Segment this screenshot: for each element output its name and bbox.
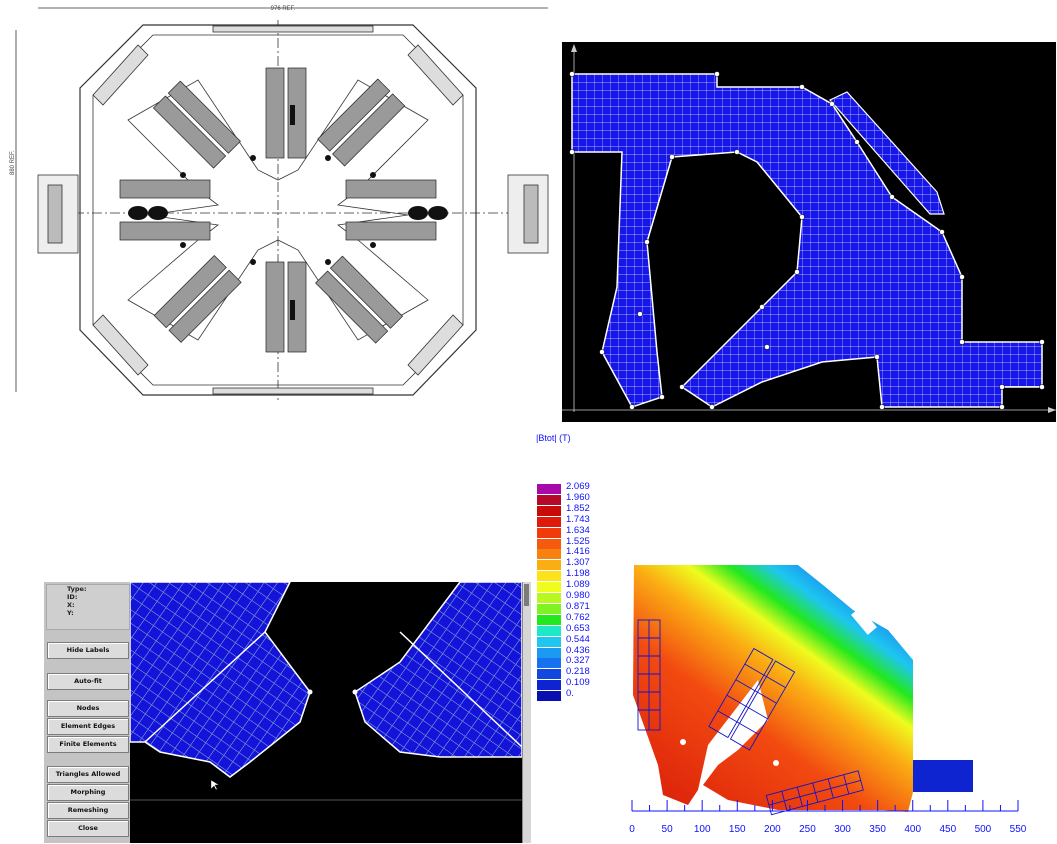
colorbar-label: 0.762 (566, 611, 590, 623)
colorbar-label: 0.327 (566, 655, 590, 667)
axis-tick-label: 200 (764, 824, 781, 835)
colorbar-label: 1.525 (566, 535, 590, 547)
colorbar-label: 1.416 (566, 546, 590, 558)
finite-elements-button[interactable]: Finite Elements (47, 736, 129, 753)
colorbar-label: 1.307 (566, 557, 590, 569)
mesh-editor-window: Type: ID: X: Y: Hide Labels Auto-fit Nod… (44, 582, 531, 843)
colorbar-label: 1.743 (566, 513, 590, 525)
close-button[interactable]: Close (47, 820, 129, 837)
colorbar-label: 1.634 (566, 524, 590, 536)
colorbar-swatch (537, 669, 561, 680)
remeshing-button[interactable]: Remeshing (47, 802, 129, 819)
axis-tick-label: 150 (728, 824, 746, 835)
element-edges-button[interactable]: Element Edges (47, 718, 129, 735)
colorbar-swatch (537, 582, 561, 593)
colorbar-swatch (537, 680, 561, 691)
contour-svg (633, 565, 973, 816)
colorbar-swatch (537, 647, 561, 658)
colorbar-swatch (537, 593, 561, 603)
axis-tick-label: 300 (834, 824, 851, 835)
colorbar-swatch (537, 636, 561, 647)
auto-fit-button[interactable]: Auto-fit (47, 673, 129, 690)
morphing-button[interactable]: Morphing (47, 784, 129, 801)
triangles-allowed-button[interactable]: Triangles Allowed (47, 766, 129, 783)
info-type-label: Type: (67, 585, 87, 593)
node-info-panel: Type: ID: X: Y: (46, 584, 130, 630)
colorbar-swatch (537, 505, 561, 516)
colorbar-label: 2.069 (566, 481, 590, 492)
mesh-svg (562, 44, 1056, 413)
colorbar-swatch (537, 538, 561, 549)
drawing-svg: 976 REF. 880 REF. 800 (10, 6, 549, 418)
colorbar-swatch (537, 549, 561, 560)
vertical-scrollbar[interactable] (522, 582, 531, 843)
colorbar-label: 0.109 (566, 677, 590, 689)
colorbar-label: 0.544 (566, 633, 590, 645)
colorbar-label: 0.436 (566, 644, 590, 656)
axis-tick-label: 450 (939, 824, 957, 835)
info-id-label: ID: (67, 593, 78, 601)
axis-tick-label: 550 (1009, 824, 1027, 835)
dim-left-label: 880 REF. (10, 150, 16, 175)
colorbar-label: 1.852 (566, 502, 590, 514)
colorbar-title: |Btot| (T) (536, 433, 571, 443)
colorbar-label: 1.960 (566, 491, 590, 503)
colorbar-label: 0.218 (566, 666, 590, 678)
colorbar-swatch (537, 614, 561, 625)
hide-labels-button[interactable]: Hide Labels (47, 642, 129, 659)
colorbar-swatch (537, 658, 561, 669)
editor-mesh-svg (130, 582, 522, 801)
field-contour-plot (628, 560, 1028, 840)
colorbar-swatch (537, 494, 561, 505)
colorbar-swatch (537, 560, 561, 571)
axis-tick-label: 400 (904, 824, 922, 835)
colorbar-swatch (537, 516, 561, 527)
axis-tick-label: 500 (974, 824, 992, 835)
colorbar-label: 1.089 (566, 579, 590, 591)
magnet-cross-section-drawing: 976 REF. 880 REF. 800 (8, 0, 556, 418)
fe-mesh-view (562, 42, 1056, 422)
colorbar-label: 1.198 (566, 568, 590, 580)
axis-tick-label: 100 (693, 824, 711, 835)
axis-tick-label: 50 (661, 824, 673, 835)
editor-sidebar: Type: ID: X: Y: Hide Labels Auto-fit Nod… (44, 582, 131, 843)
colorbar-swatch (537, 691, 561, 702)
colorbar-swatch (537, 527, 561, 538)
colorbar-label: 0.653 (566, 622, 590, 634)
colorbar-swatch (537, 625, 561, 636)
colorbar-label: 0. (566, 688, 574, 700)
colorbar-label: 0.980 (566, 590, 590, 601)
scrollbar-thumb[interactable] (524, 584, 529, 606)
mouse-cursor-icon (210, 779, 220, 791)
nodes-button[interactable]: Nodes (47, 700, 129, 717)
axis-tick-label: 350 (869, 824, 886, 835)
colorbar-swatch (537, 484, 561, 494)
colorbar-label: 0.871 (566, 600, 590, 612)
axis-tick-label: 250 (799, 824, 816, 835)
info-y-label: Y: (67, 609, 74, 617)
colorbar-swatch (537, 571, 561, 582)
axis-tick-label: 0 (629, 824, 635, 835)
colorbar-swatch (537, 603, 561, 614)
mesh-canvas[interactable] (130, 582, 522, 843)
info-x-label: X: (67, 601, 75, 609)
contour-x-axis (631, 800, 1019, 812)
dim-top-label: 976 REF. (271, 6, 296, 12)
